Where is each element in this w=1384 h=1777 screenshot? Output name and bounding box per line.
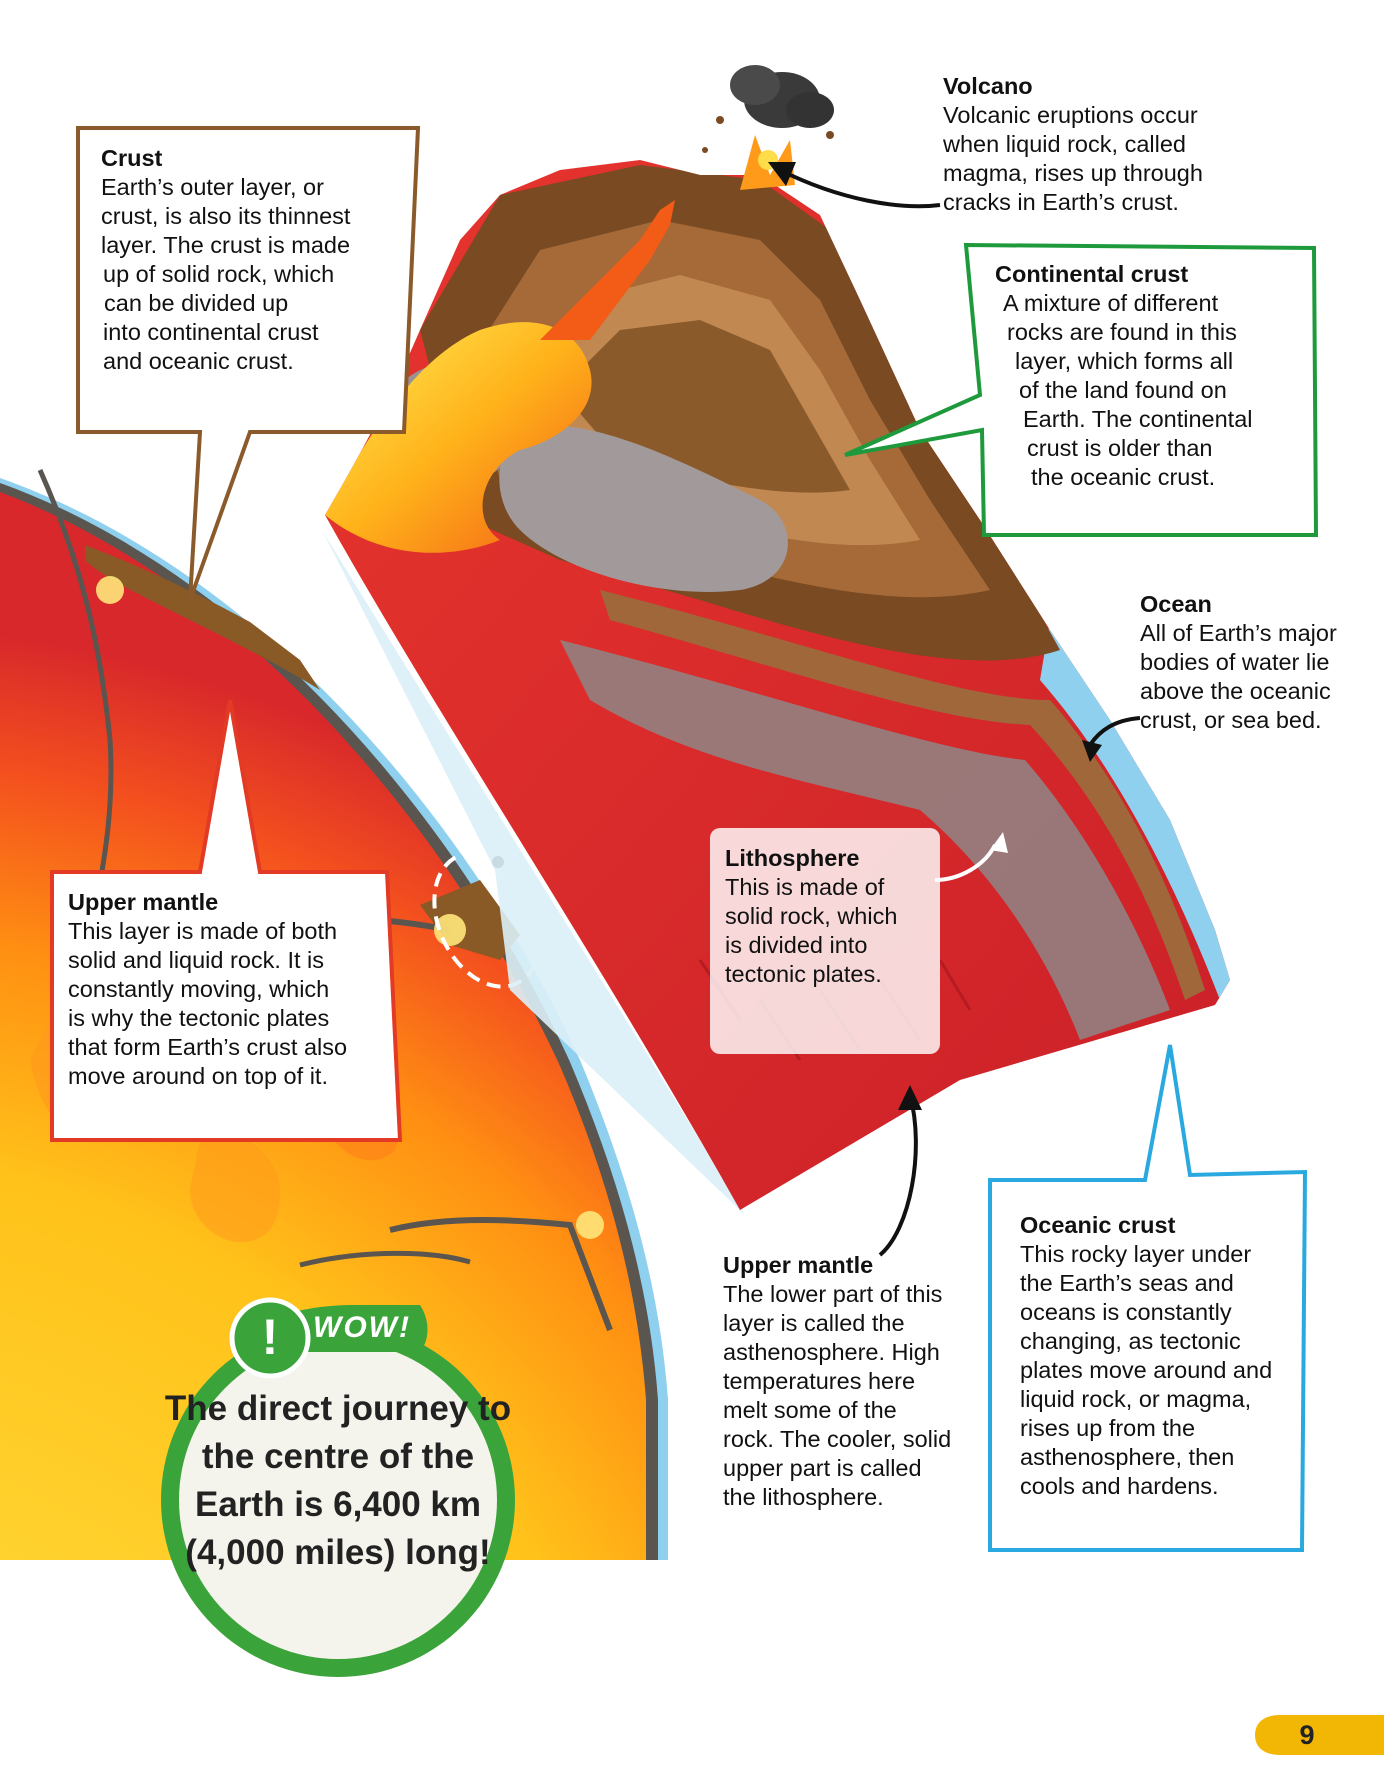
lithosphere-label: Lithosphere This is made of solid rock, …	[725, 844, 935, 989]
crust-label: Crust Earth’s outer layer, or crust, is …	[101, 144, 401, 376]
volcano-eruption	[702, 65, 834, 190]
oceanic-crust-label: Oceanic crust This rocky layer under the…	[1020, 1211, 1300, 1501]
volcano-title: Volcano	[943, 72, 1243, 101]
crust-title: Crust	[101, 144, 401, 173]
lithosphere-title: Lithosphere	[725, 844, 935, 873]
upper-mantle-title-left: Upper mantle	[68, 888, 388, 917]
wow-fact-text: The direct journey to the centre of the …	[163, 1385, 513, 1577]
continental-crust-label: Continental crust A mixture of different…	[995, 260, 1305, 492]
volcano-label: Volcano Volcanic eruptions occur when li…	[943, 72, 1243, 217]
page-number: 9	[1282, 1718, 1332, 1752]
continental-crust-title: Continental crust	[995, 260, 1305, 289]
ocean-title: Ocean	[1140, 590, 1380, 619]
wow-exclamation: !	[246, 1302, 294, 1372]
upper-mantle-label-left: Upper mantle This layer is made of both …	[68, 888, 388, 1091]
ocean-label: Ocean All of Earth’s major bodies of wat…	[1140, 590, 1380, 735]
upper-mantle-label-right: Upper mantle The lower part of this laye…	[723, 1251, 973, 1512]
upper-mantle-title-right: Upper mantle	[723, 1251, 973, 1280]
oceanic-crust-title: Oceanic crust	[1020, 1211, 1300, 1240]
wow-badge-label: WOW!	[313, 1308, 423, 1348]
